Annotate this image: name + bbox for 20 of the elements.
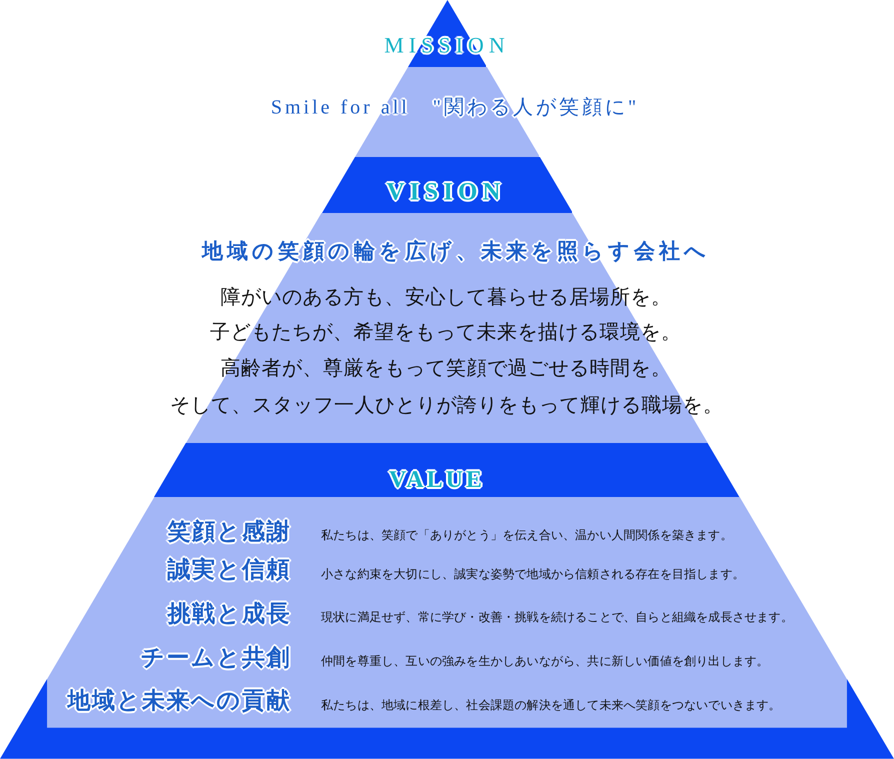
value-description: 現状に満足せず、常に学び・改善・挑戦を続けることで、自らと組織を成長させます。 bbox=[321, 611, 793, 625]
value-description: 小さな約束を大切にし、誠実な姿勢で地域から信頼される存在を目指します。 bbox=[321, 568, 744, 582]
section-heading: VISION bbox=[386, 178, 506, 208]
vision-statement: そして、スタッフ一人ひとりが誇りをもって輝ける職場を。 bbox=[170, 394, 724, 418]
vision-statement: 障がいのある方も、安心して暮らせる居場所を。 bbox=[220, 286, 672, 310]
vision-statement: 子どもたちが、希望をもって未来を描ける環境を。 bbox=[210, 322, 682, 344]
heading-band bbox=[154, 443, 740, 497]
content-panel bbox=[47, 497, 847, 728]
base-band bbox=[0, 679, 894, 759]
value-description: 仲間を尊重し、互いの強みを生かしあいながら、共に新しい価値を創り出します。 bbox=[321, 655, 769, 669]
mission-statement: Smile for all "関わる人が笑顔に" bbox=[270, 96, 640, 120]
value-name: 誠実と信頼 bbox=[168, 556, 291, 584]
value-name: 挑戦と成長 bbox=[168, 600, 291, 628]
value-description: 私たちは、笑顔で「ありがとう」を伝え合い、温かい人間関係を築きます。 bbox=[321, 529, 732, 543]
section-heading: VALUE bbox=[389, 467, 485, 495]
value-name: 笑顔と感謝 bbox=[168, 518, 291, 546]
value-name: チームと共創 bbox=[141, 644, 291, 672]
value-name: 地域と未来への貢献 bbox=[68, 688, 291, 714]
value-description: 私たちは、地域に根差し、社会課題の解決を通して未来へ笑顔をつないでいきます。 bbox=[321, 699, 781, 713]
vision-statement: 高齢者が、尊厳をもって笑顔で過ごせる時間を。 bbox=[220, 358, 672, 380]
